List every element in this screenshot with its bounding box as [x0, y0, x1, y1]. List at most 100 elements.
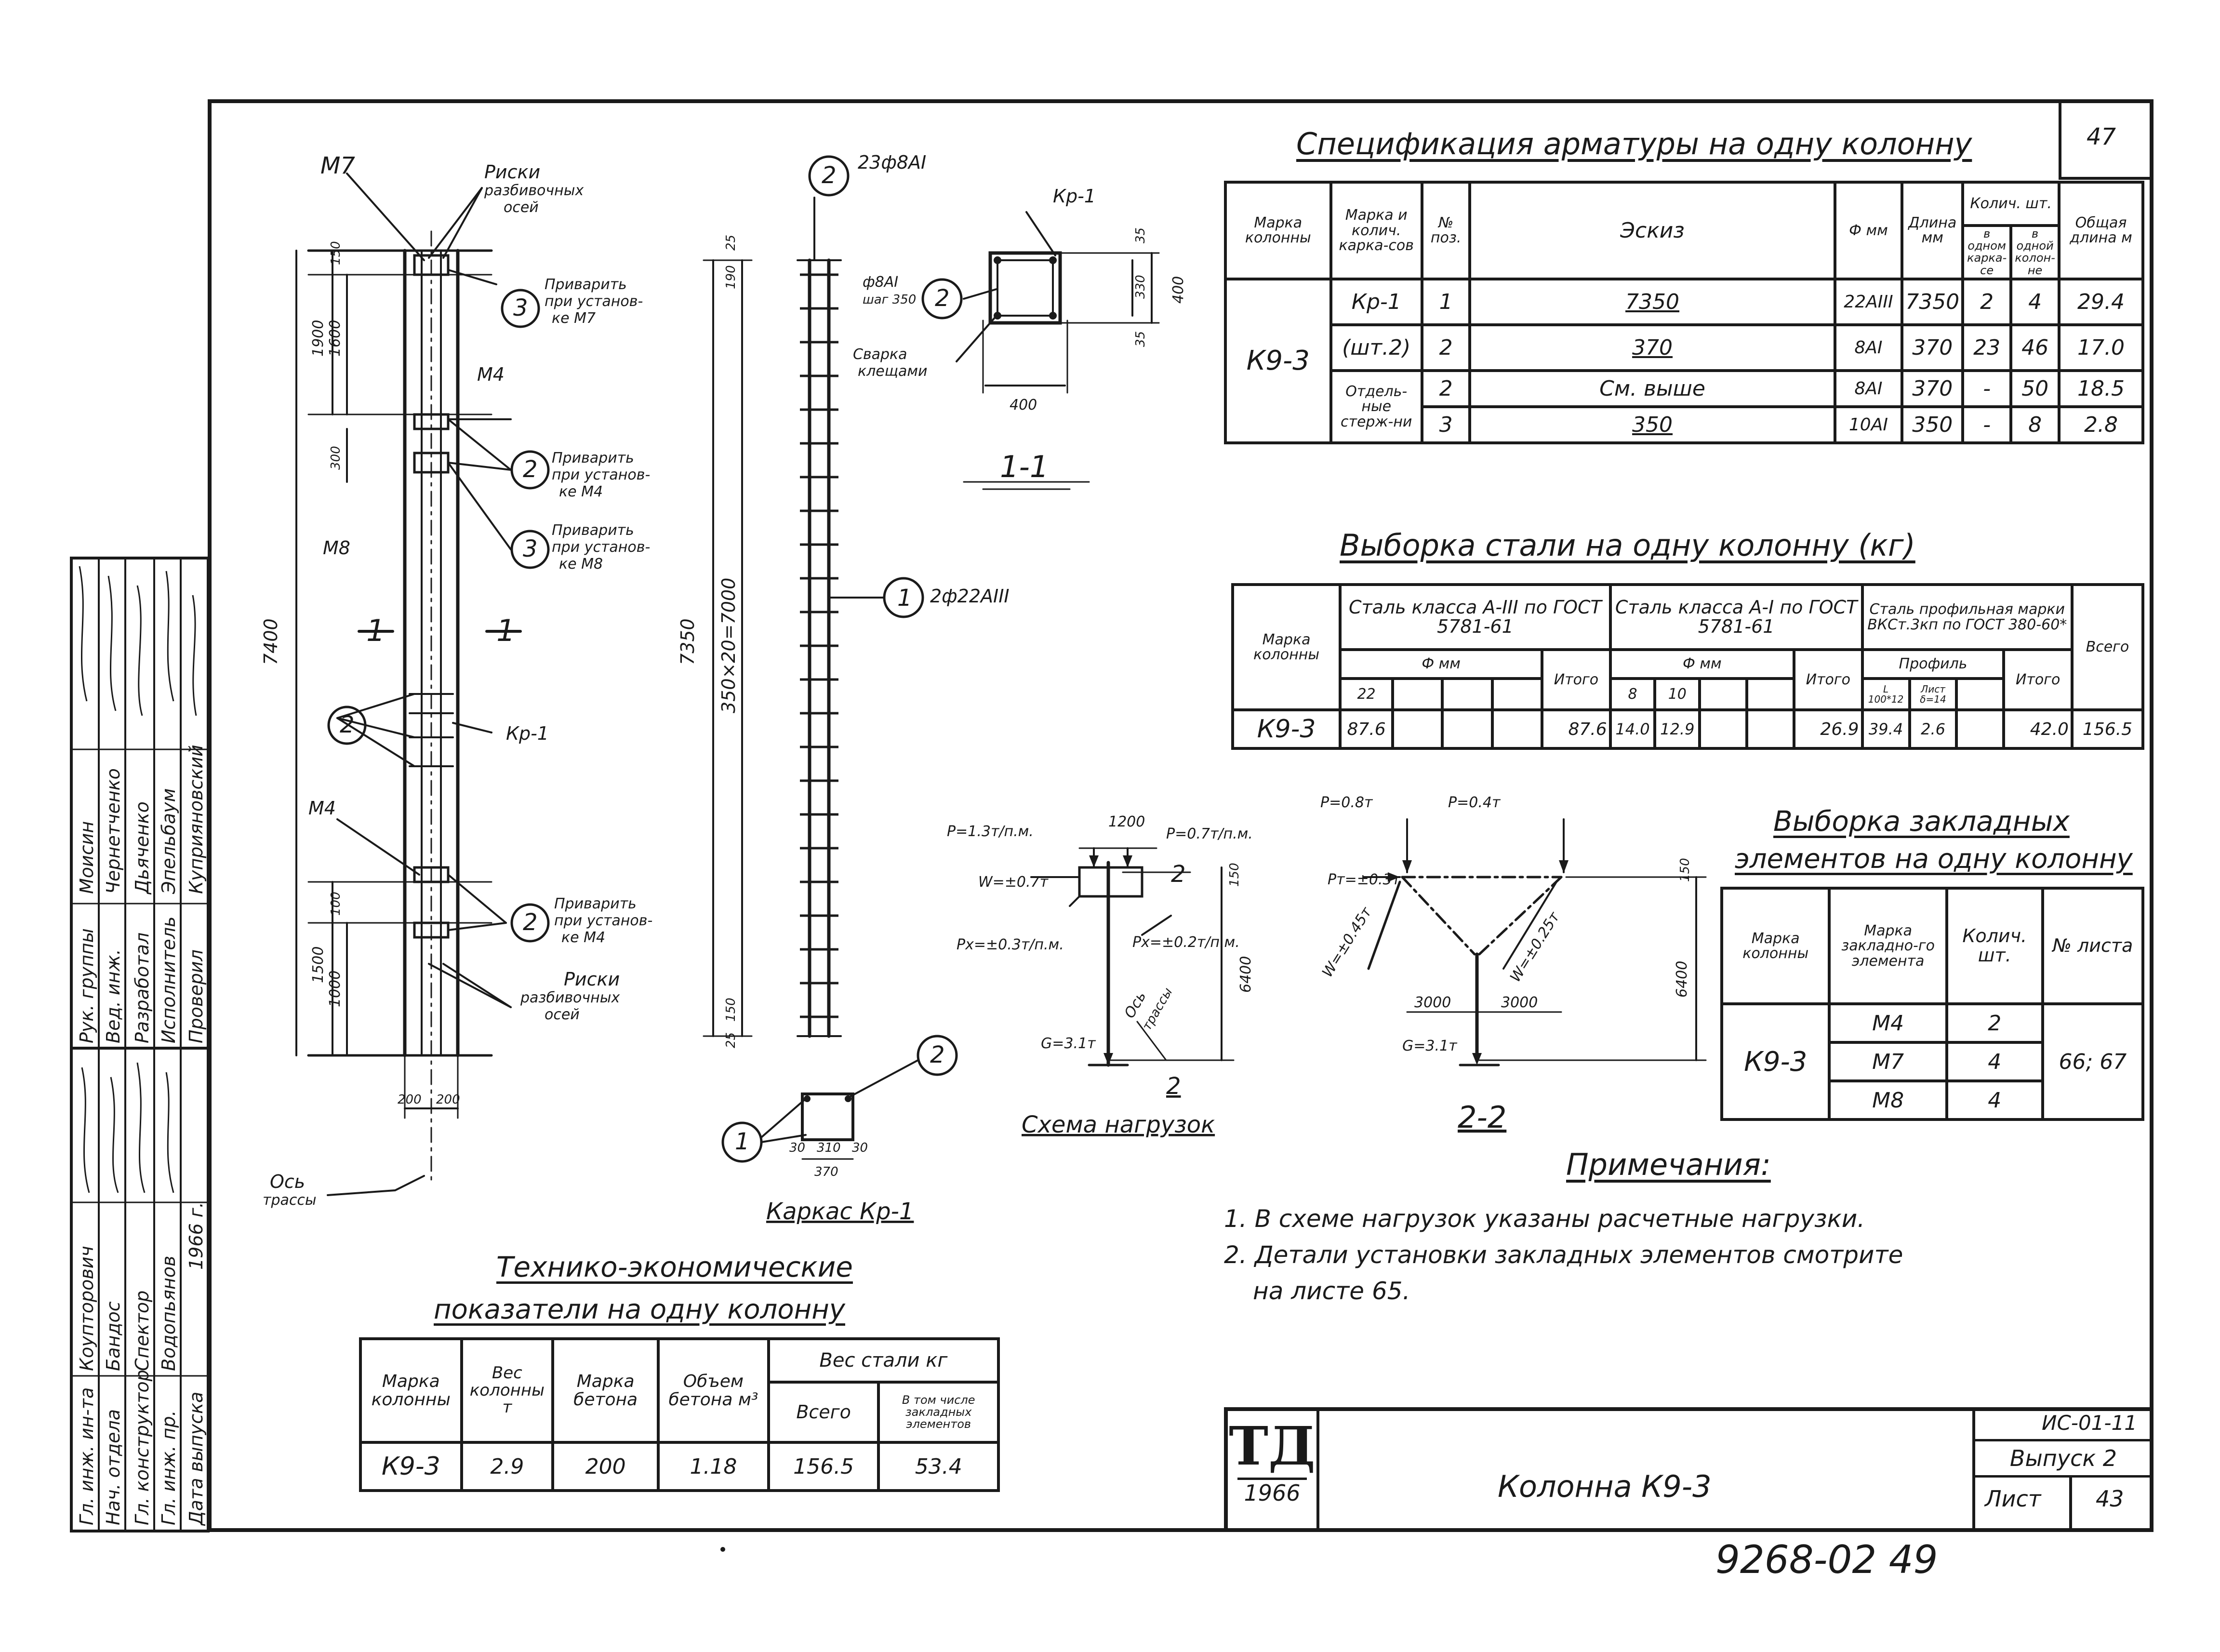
steel-blank-4	[1698, 677, 1749, 711]
s22-w045: W=±0.45т	[1319, 904, 1376, 980]
marks-top-line2: разбивочных	[484, 182, 584, 199]
steel-title: Выборка стали на одну колонну (кг)	[1340, 528, 1915, 563]
dim-1500: 1500	[310, 946, 327, 983]
spec-h-total: Общая длина м	[2058, 181, 2144, 280]
steel-blank-7	[1391, 708, 1444, 750]
steel-h-dia-2: Ф мм	[1609, 648, 1796, 680]
tech-h-steel: Вес стали кг	[767, 1337, 1000, 1384]
emb-table: Марка колонны Марка закладно-го элемента…	[1720, 887, 2145, 1121]
emb-r1-el: М4	[1828, 1002, 1948, 1044]
dim-1600: 1600	[327, 320, 344, 357]
sec-weld-1: Сварка	[853, 346, 907, 363]
left-stamp: Рук. группы Моисин Вед. инж. Чернетченко…	[70, 557, 210, 1532]
load-px1: Px=±0.3т/п.м.	[957, 936, 1064, 953]
frame-sec-callout-2: 2	[930, 1041, 945, 1068]
weld-m4-2: при установ-	[552, 466, 650, 483]
s22-d3000a: 3000	[1414, 994, 1451, 1011]
steel-v8: 14.0	[1609, 708, 1657, 750]
weld-m4-1: Приварить	[552, 450, 634, 466]
left-stamp-grid	[70, 557, 210, 1532]
steel-h-a1: Сталь класса А-I по ГОСТ 5781-61	[1609, 583, 1864, 651]
label-m4-bottom: М4	[308, 798, 336, 819]
frame-dim-25: 25	[724, 235, 738, 251]
load-sec2-bottom: 2	[1166, 1073, 1181, 1100]
stamp-r10a: Дата выпуска	[186, 1392, 207, 1526]
stamp-r1a: Рук. группы	[76, 928, 97, 1043]
steel-v10: 12.9	[1653, 708, 1702, 750]
stamp-r4a: Исполнитель	[158, 917, 179, 1043]
stamp-r3a: Разработал	[132, 933, 153, 1043]
spec-h-sketch: Эскиз	[1468, 181, 1836, 280]
stamp-r8a: Гл. конструктор	[132, 1370, 153, 1525]
steel-mark: К9-3	[1231, 708, 1342, 750]
stamp-r7a: Нач. отдела	[103, 1409, 124, 1525]
stamp-r9b: Водопьянов	[158, 1256, 179, 1371]
dim-150: 150	[329, 241, 343, 265]
frame-main-label: 2ф22АIII	[930, 586, 1010, 607]
stamp-r10b: 1966 г.	[186, 1202, 207, 1270]
spec-r4-qf: -	[1961, 405, 2013, 444]
marks-bottom-line2: разбивочных	[520, 989, 620, 1006]
tech-mark: К9-3	[359, 1441, 463, 1492]
marks-bottom-line3: осей	[545, 1006, 580, 1023]
tech-h-volume: Объем бетона м³	[657, 1337, 770, 1444]
tech-volume: 1.18	[657, 1441, 770, 1492]
emb-mark: К9-3	[1720, 1002, 1831, 1121]
steel-blank-12	[1955, 708, 2006, 750]
corner-number: 47	[2087, 123, 2116, 150]
steel-table: Марка колонны Сталь класса А-III по ГОСТ…	[1231, 583, 2145, 750]
steel-h-prof: Сталь профильная марки ВКСт.3кп по ГОСТ …	[1861, 583, 2074, 651]
emb-r3-qty: 4	[1945, 1079, 2044, 1121]
load-w: W=±0.7т	[978, 874, 1049, 891]
tech-title-1: Технико-экономические	[496, 1251, 853, 1283]
spec-h-qty-col: в одной колон-не	[2009, 224, 2061, 280]
stamp-r6a: Гл. инж. ин-та	[76, 1387, 97, 1525]
sec-d35b: 35	[1133, 331, 1148, 347]
steel-h-profile: Профиль	[1861, 648, 2006, 680]
steel-d10: 10	[1653, 677, 1702, 711]
stamp-r1b: Моисин	[76, 821, 97, 894]
title-issue: Выпуск 2	[1975, 1441, 2152, 1478]
sec-step: шаг 350	[863, 293, 916, 307]
spec-r4-qc: 8	[2009, 405, 2061, 444]
dim-200-left: 200	[398, 1092, 422, 1107]
left-stamp-text: Рук. группы Моисин Вед. инж. Чернетченко…	[76, 745, 207, 1526]
dim-100: 100	[329, 892, 343, 916]
callout-3a: 3	[513, 294, 528, 321]
tech-table: Марка колонны Вес колонны т Марка бетона…	[359, 1337, 1000, 1492]
title-right: ИС-01-11 Выпуск 2 Лист 43	[1972, 1411, 2152, 1530]
steel-h-itogo-3: Итого	[2002, 648, 2074, 711]
steel-h-itogo-2: Итого	[1793, 648, 1864, 711]
steel-d8: 8	[1609, 677, 1657, 711]
tech-emb: 53.4	[877, 1441, 1000, 1492]
sec-callout-2: 2	[935, 285, 950, 312]
sec-weld-2: клещами	[858, 363, 928, 380]
tech-h-concrete: Марка бетона	[551, 1337, 660, 1444]
weld-m4b-2: при установ-	[554, 912, 652, 929]
sec-d330: 330	[1133, 275, 1148, 299]
s22-d6400: 6400	[1674, 961, 1690, 998]
callout-2b: 2	[340, 711, 355, 738]
load-d6400: 6400	[1237, 956, 1254, 993]
title-sheet-label: Лист	[1985, 1486, 2041, 1512]
spec-mark: К9-3	[1224, 277, 1332, 444]
steel-p1: L 100*12	[1861, 677, 1911, 711]
tech-h-all: Всего	[767, 1381, 880, 1444]
note-2a: 2. Детали установки закладных элементов …	[1224, 1241, 1903, 1269]
weld-m4b-3: ке М4	[561, 929, 605, 946]
spec-r2-pos: 2	[1420, 323, 1472, 372]
steel-it3: 42.0	[2002, 708, 2074, 750]
spec-r2-qc: 46	[2009, 323, 2061, 372]
tech-weight: 2.9	[460, 1441, 555, 1492]
spec-h-len: Длина мм	[1901, 181, 1965, 280]
axis-line2: трассы	[263, 1192, 317, 1209]
spec-r2-qf: 23	[1961, 323, 2013, 372]
spec-r4-pos: 3	[1420, 405, 1472, 444]
s22-g: G=3.1т	[1402, 1038, 1458, 1054]
spec-title: Спецификация арматуры на одну колонну	[1296, 126, 1972, 161]
weld-m7-2: при установ-	[545, 293, 643, 310]
title-code: ИС-01-11	[1975, 1411, 2152, 1441]
steel-blank-10	[1698, 708, 1749, 750]
